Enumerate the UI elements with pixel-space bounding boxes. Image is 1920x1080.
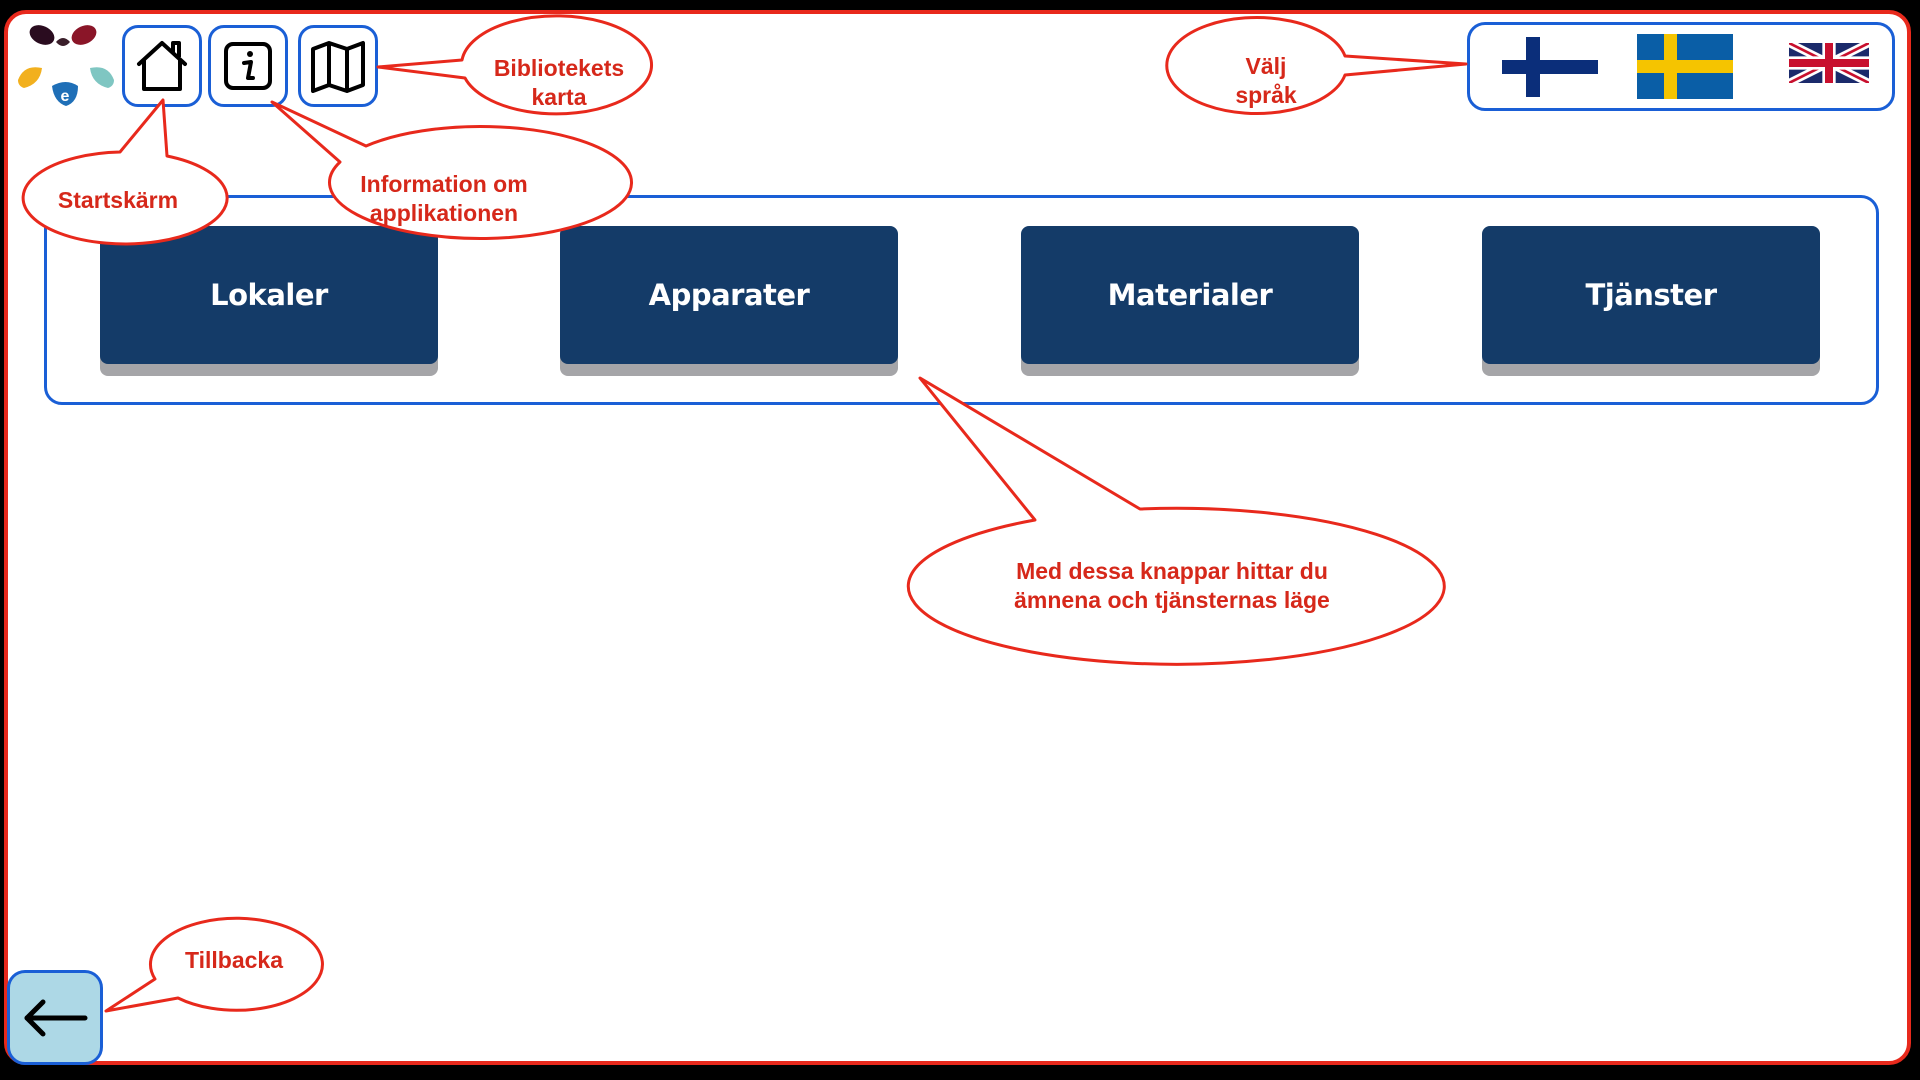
callout-home: Startskärm [57,186,179,213]
back-button[interactable] [7,970,103,1065]
category-button-tjanster[interactable]: Tjänster [1482,226,1820,364]
finland-flag-icon[interactable] [1502,37,1598,97]
app-logo: e [18,25,114,106]
info-button[interactable] [208,25,288,107]
sweden-flag-icon[interactable] [1637,34,1733,99]
language-selector [1467,22,1895,111]
home-button[interactable] [122,25,202,107]
home-icon [137,41,187,91]
svg-text:e: e [61,88,70,105]
callout-back: Tillbacka [184,946,284,973]
uk-flag-icon[interactable] [1789,37,1869,89]
arrow-left-icon [24,999,88,1036]
info-icon [224,42,272,90]
category-button-materialer[interactable]: Materialer [1021,226,1359,364]
map-icon [311,41,365,93]
map-button[interactable] [298,25,378,107]
category-button-apparater[interactable]: Apparater [560,226,898,364]
category-button-lokaler[interactable]: Lokaler [100,226,438,364]
